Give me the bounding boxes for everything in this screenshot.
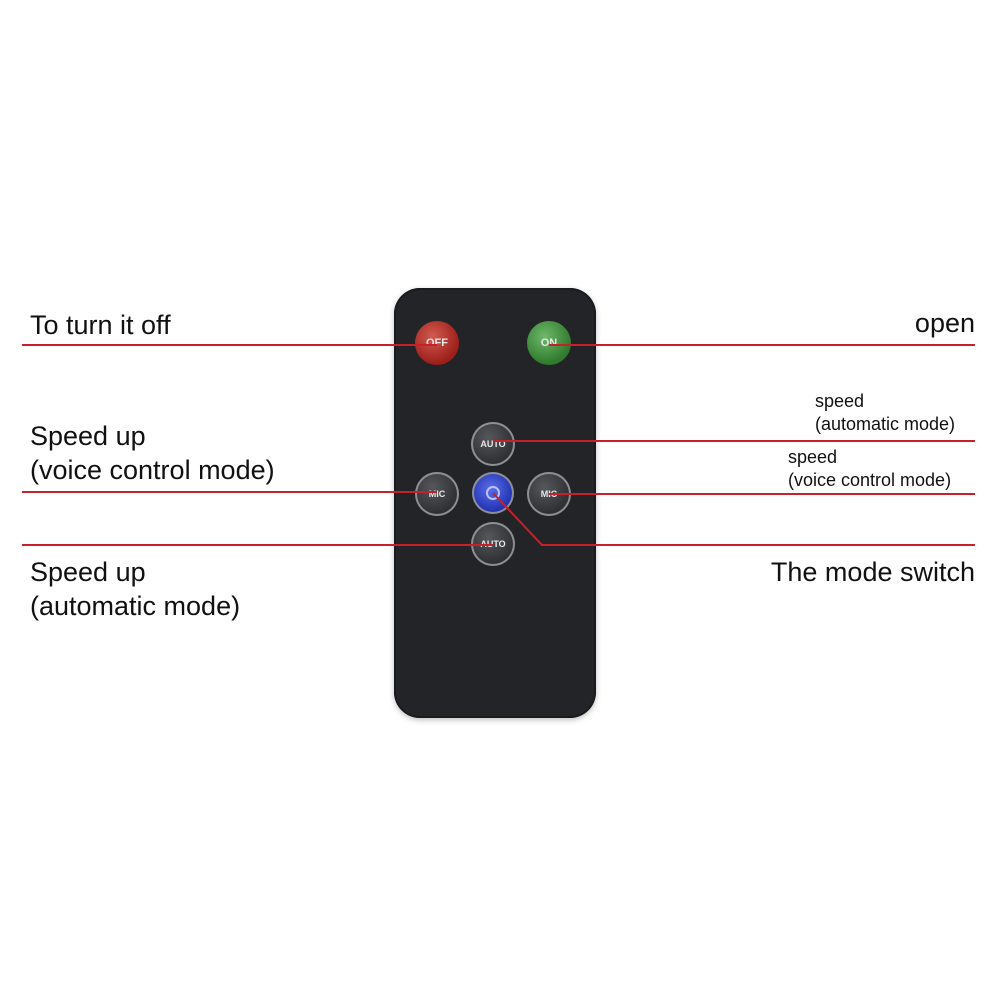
label-speed-up-auto-line2: (automatic mode) — [30, 591, 241, 621]
speed-up-voice-button-label: MIC — [428, 489, 446, 499]
label-speed-auto-line1: speed — [815, 391, 865, 411]
label-speed-up-auto-line1: Speed up — [30, 557, 146, 587]
label-mode-switch: The mode switch — [770, 557, 975, 587]
label-speed-up-voice-line2: (voice control mode) — [30, 455, 275, 485]
label-speed-auto-line2: (automatic mode) — [815, 414, 956, 434]
mode-dot-icon — [486, 486, 500, 500]
label-turn-off: To turn it off — [30, 310, 171, 340]
on-button[interactable]: ON — [527, 321, 571, 365]
label-speed-voice-line2: (voice control mode) — [788, 470, 952, 490]
label-open: open — [914, 308, 975, 338]
label-speed-up-voice-line1: Speed up — [30, 421, 146, 451]
speed-auto-button[interactable]: AUTO — [471, 422, 515, 466]
mode-switch-callout-line — [492, 492, 975, 546]
label-speed-voice-line1: speed — [788, 447, 838, 467]
speed-auto-button-label: AUTO — [480, 439, 506, 449]
off-button[interactable]: OFF — [415, 321, 459, 365]
speed-up-voice-button[interactable]: MIC — [415, 472, 459, 516]
